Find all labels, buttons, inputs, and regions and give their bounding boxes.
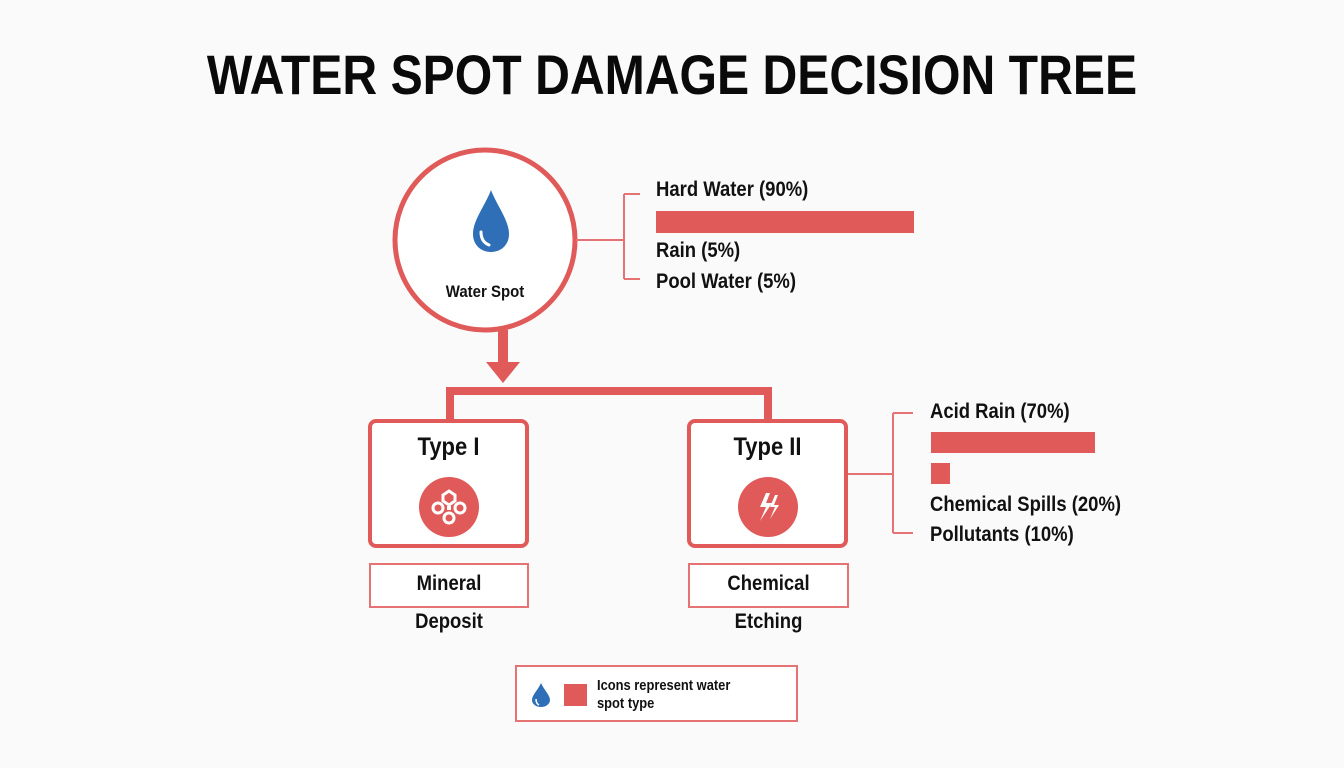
source-chemical-spills: Chemical Spills (20%) [930,493,1122,516]
chemical-etching-label: Chemical Etching [688,563,849,633]
legend-water-drop-icon [532,683,550,707]
type-2-title: Type II [733,433,802,461]
mineral-deposit-label: Mineral Deposit [369,563,529,633]
bar-chemical-spills [931,463,950,484]
legend-red-square-icon [564,684,587,706]
root-node[interactable]: Water Spot [395,150,575,330]
type-2-node[interactable]: Type II [687,419,848,548]
source-pollutants: Pollutants (10%) [930,523,1074,546]
type-1-title: Type I [417,433,480,461]
legend-text-line2: spot type [597,695,655,712]
source-acid-rain: Acid Rain (70%) [930,400,1070,423]
water-drop-icon [473,190,509,252]
bar-acid-rain [931,432,1095,453]
source-pool-water: Pool Water (5%) [656,270,796,293]
source-rain: Rain (5%) [656,239,741,262]
lightning-etch-icon [737,477,798,537]
arrow-down-icon [486,362,520,383]
page-title: WATER SPOT DAMAGE DECISION TREE [206,43,1138,106]
source-hard-water: Hard Water (90%) [656,178,809,201]
mineral-crystals-icon [418,477,479,537]
legend: Icons represent water spot type [515,665,798,722]
legend-text-line1: Icons represent water [597,677,731,694]
type-1-node[interactable]: Type I [368,419,529,548]
root-node-label: Water Spot [445,282,525,301]
bar-hard-water [656,211,914,233]
